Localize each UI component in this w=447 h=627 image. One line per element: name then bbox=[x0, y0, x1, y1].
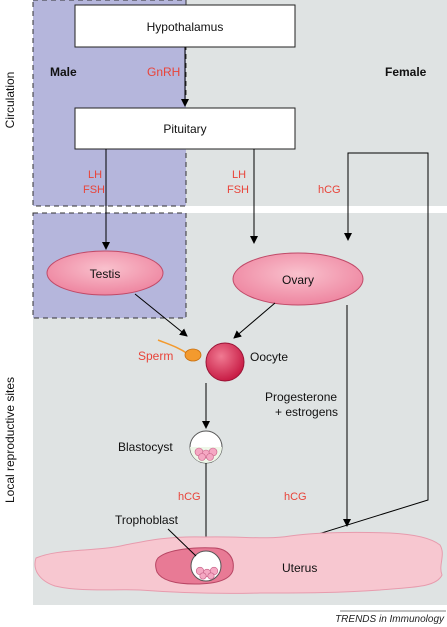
estrogens-label: + estrogens bbox=[275, 405, 338, 419]
circulation-label: Circulation bbox=[3, 72, 17, 129]
hypothalamus-box bbox=[74, 4, 296, 48]
hcg-feedback-line bbox=[211, 152, 429, 568]
credit-label: TRENDS in Immunology bbox=[335, 614, 445, 625]
sperm-head bbox=[184, 348, 202, 362]
hypothalamus-label: Hypothalamus bbox=[147, 20, 224, 34]
lh-label-female: LH bbox=[232, 169, 246, 181]
trophoblast-label: Trophoblast bbox=[115, 513, 179, 527]
testis-to-oocyte-arrow bbox=[134, 293, 188, 337]
hcg-label-circulation: hCG bbox=[318, 184, 341, 196]
local-sites-label: Local reproductive sites bbox=[3, 377, 17, 503]
oocyte-cell bbox=[205, 342, 245, 382]
ovary-to-oocyte-arrow bbox=[233, 302, 276, 339]
female-label: Female bbox=[385, 65, 427, 79]
uterus-shape bbox=[34, 531, 443, 594]
pituitary-label: Pituitary bbox=[163, 122, 206, 136]
testis-oval bbox=[46, 250, 164, 296]
lh-label-male: LH bbox=[88, 169, 102, 181]
uterus-label: Uterus bbox=[282, 561, 317, 575]
male-label: Male bbox=[50, 65, 77, 79]
oocyte-label: Oocyte bbox=[250, 350, 288, 364]
fsh-label-female: FSH bbox=[227, 184, 249, 196]
sperm-label: Sperm bbox=[138, 349, 173, 363]
blastocyst-cells bbox=[194, 447, 218, 461]
blastocyst-label: Blastocyst bbox=[118, 440, 173, 454]
implanted-blastocyst-cells bbox=[195, 566, 219, 580]
gnrh-label: GnRH bbox=[147, 65, 180, 79]
testis-label: Testis bbox=[90, 267, 121, 281]
pituitary-box bbox=[74, 107, 296, 150]
ovary-label: Ovary bbox=[282, 273, 314, 287]
trophoblast-pointer bbox=[167, 528, 197, 557]
fsh-label-male: FSH bbox=[83, 184, 105, 196]
ovary-oval bbox=[232, 252, 364, 306]
hcg-label-uterus: hCG bbox=[284, 491, 307, 503]
hcg-label-blastocyst: hCG bbox=[178, 491, 201, 503]
progesterone-label: Progesterone bbox=[265, 390, 337, 404]
